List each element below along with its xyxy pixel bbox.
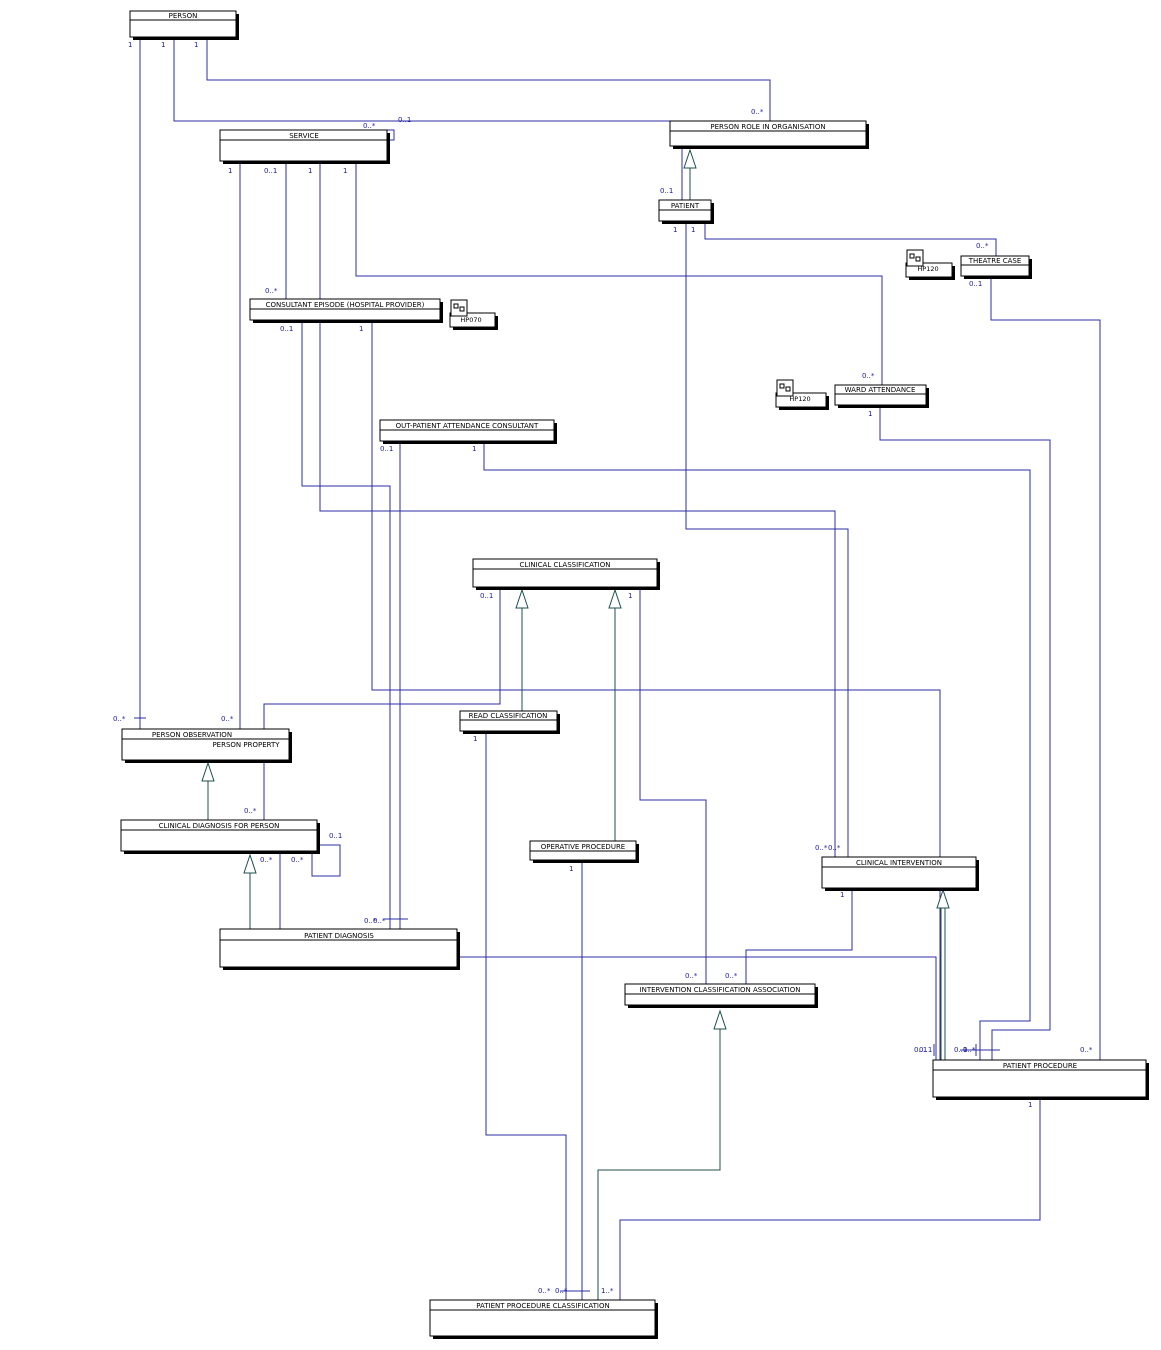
mult: 0..* [291,856,304,864]
class-read-classification[interactable]: READ CLASSIFICATION [459,710,560,734]
class-out-patient-attendance-consultant[interactable]: OUT-PATIENT ATTENDANCE CONSULTANT [379,419,557,444]
mult: 0..* [260,856,273,864]
mult: 0..* [244,807,257,815]
class-title: PATIENT PROCEDURE [1003,1062,1077,1070]
mult: 1 [161,41,165,49]
class-person-observation[interactable]: PERSON OBSERVATION PERSON PROPERTY [121,728,292,763]
class-title: OPERATIVE PROCEDURE [541,843,625,851]
mult: 0..* [221,715,234,723]
package-icon-hp120-mid[interactable]: HP120 [775,379,829,410]
mult: 0..1 [660,187,673,195]
mult: 0..* [725,972,738,980]
mult: 0..1 [954,1046,967,1054]
mult: 0..1 [914,1046,927,1054]
class-title: PERSON [169,12,198,20]
mult: 1 [128,41,132,49]
class-consultant-episode[interactable]: CONSULTANT EPISODE (HOSPITAL PROVIDER) [249,298,443,323]
class-clinical-intervention[interactable]: CLINICAL INTERVENTION [821,856,979,891]
mult: 1 [343,167,347,175]
class-title: CONSULTANT EPISODE (HOSPITAL PROVIDER) [266,301,425,309]
class-person[interactable]: PERSON [129,10,239,40]
class-person-role-in-organisation[interactable]: PERSON ROLE IN ORGANISATION [669,120,869,149]
mult: 0..* [751,108,764,116]
class-clinical-diagnosis-for-person[interactable]: CLINICAL DIAGNOSIS FOR PERSON [120,819,320,854]
class-title: PERSON OBSERVATION [152,731,232,739]
mult: 1 [228,167,232,175]
mult: 1 [868,410,872,418]
class-title: OUT-PATIENT ATTENDANCE CONSULTANT [396,422,539,430]
mult: 0..* [862,372,875,380]
generalizations [201,148,950,1300]
mult: 0..* [364,917,377,925]
class-clinical-classification[interactable]: CLINICAL CLASSIFICATION [472,558,660,590]
mult: 0..1 [919,1046,932,1054]
mult: 0..* [113,715,126,723]
mult: 0..* [538,1287,551,1295]
mult: 0..1 [264,167,277,175]
mult: 0..1 [280,325,293,333]
class-service[interactable]: SERVICE [219,129,390,164]
mult: 0..1 [329,832,342,840]
package-icon-hp070[interactable]: HP070 [449,299,498,330]
class-patient[interactable]: PATIENT [658,199,714,224]
class-title: SERVICE [289,132,319,140]
class-title: CLINICAL DIAGNOSIS FOR PERSON [159,822,280,830]
class-title: READ CLASSIFICATION [469,712,548,720]
class-patient-procedure-classification[interactable]: PATIENT PROCEDURE CLASSIFICATION [429,1299,658,1339]
mult: 1 [673,226,677,234]
class-intervention-classification-association[interactable]: INTERVENTION CLASSIFICATION ASSOCIATION [624,983,818,1008]
mult: 1 [691,226,695,234]
mult: 0..1 [398,116,411,124]
class-title: CLINICAL CLASSIFICATION [520,561,611,569]
multiplicity-labels: 1 1 1 0..* 0..* 0..1 1 0..1 1 1 0..1 1 1… [113,41,1093,1295]
class-theatre-case[interactable]: THEATRE CASE [960,255,1032,279]
class-operative-procedure[interactable]: OPERATIVE PROCEDURE [529,840,639,863]
package-label: HP120 [917,265,938,273]
class-title: THEATRE CASE [968,257,1022,265]
mult: 0..* [828,844,841,852]
mult: 0..* [1080,1046,1093,1054]
mult: 0..1 [969,280,982,288]
package-label: HP070 [460,316,481,324]
mult: 1 [628,592,632,600]
class-subtitle: PERSON PROPERTY [212,741,280,749]
mult: 0..* [363,122,376,130]
class-title: CLINICAL INTERVENTION [856,859,942,867]
class-ward-attendance[interactable]: WARD ATTENDANCE [834,384,929,408]
class-title: INTERVENTION CLASSIFICATION ASSOCIATION [640,986,801,994]
class-title: PATIENT [671,202,700,210]
mult: 1 [1028,1101,1032,1109]
class-title: PERSON ROLE IN ORGANISATION [710,123,825,131]
mult: 1 [308,167,312,175]
class-title: PATIENT PROCEDURE CLASSIFICATION [476,1302,609,1310]
mult: 1 [359,325,363,333]
mult: 0..* [373,917,386,925]
class-patient-procedure[interactable]: PATIENT PROCEDURE [932,1059,1149,1100]
mult: 0..1 [380,445,393,453]
mult: 1 [472,445,476,453]
class-title: WARD ATTENDANCE [845,386,916,394]
mult: 1 [473,735,477,743]
package-icon-hp120-top[interactable]: HP120 [905,249,955,280]
mult: 0..* [265,287,278,295]
mult: 0..1 [480,592,493,600]
class-title: PATIENT DIAGNOSIS [304,932,374,940]
mult: 0..* [963,1046,976,1054]
mult: 0..* [685,972,698,980]
package-label: HP120 [789,395,810,403]
mult: 0..* [555,1287,568,1295]
mult: 1..* [601,1287,614,1295]
mult: 0..* [976,242,989,250]
mult: 0..* [815,844,828,852]
associations [134,40,1101,1300]
mult: 1 [840,891,844,899]
class-patient-diagnosis[interactable]: PATIENT DIAGNOSIS [219,928,460,970]
mult: 1 [194,41,198,49]
mult: 1 [569,865,573,873]
